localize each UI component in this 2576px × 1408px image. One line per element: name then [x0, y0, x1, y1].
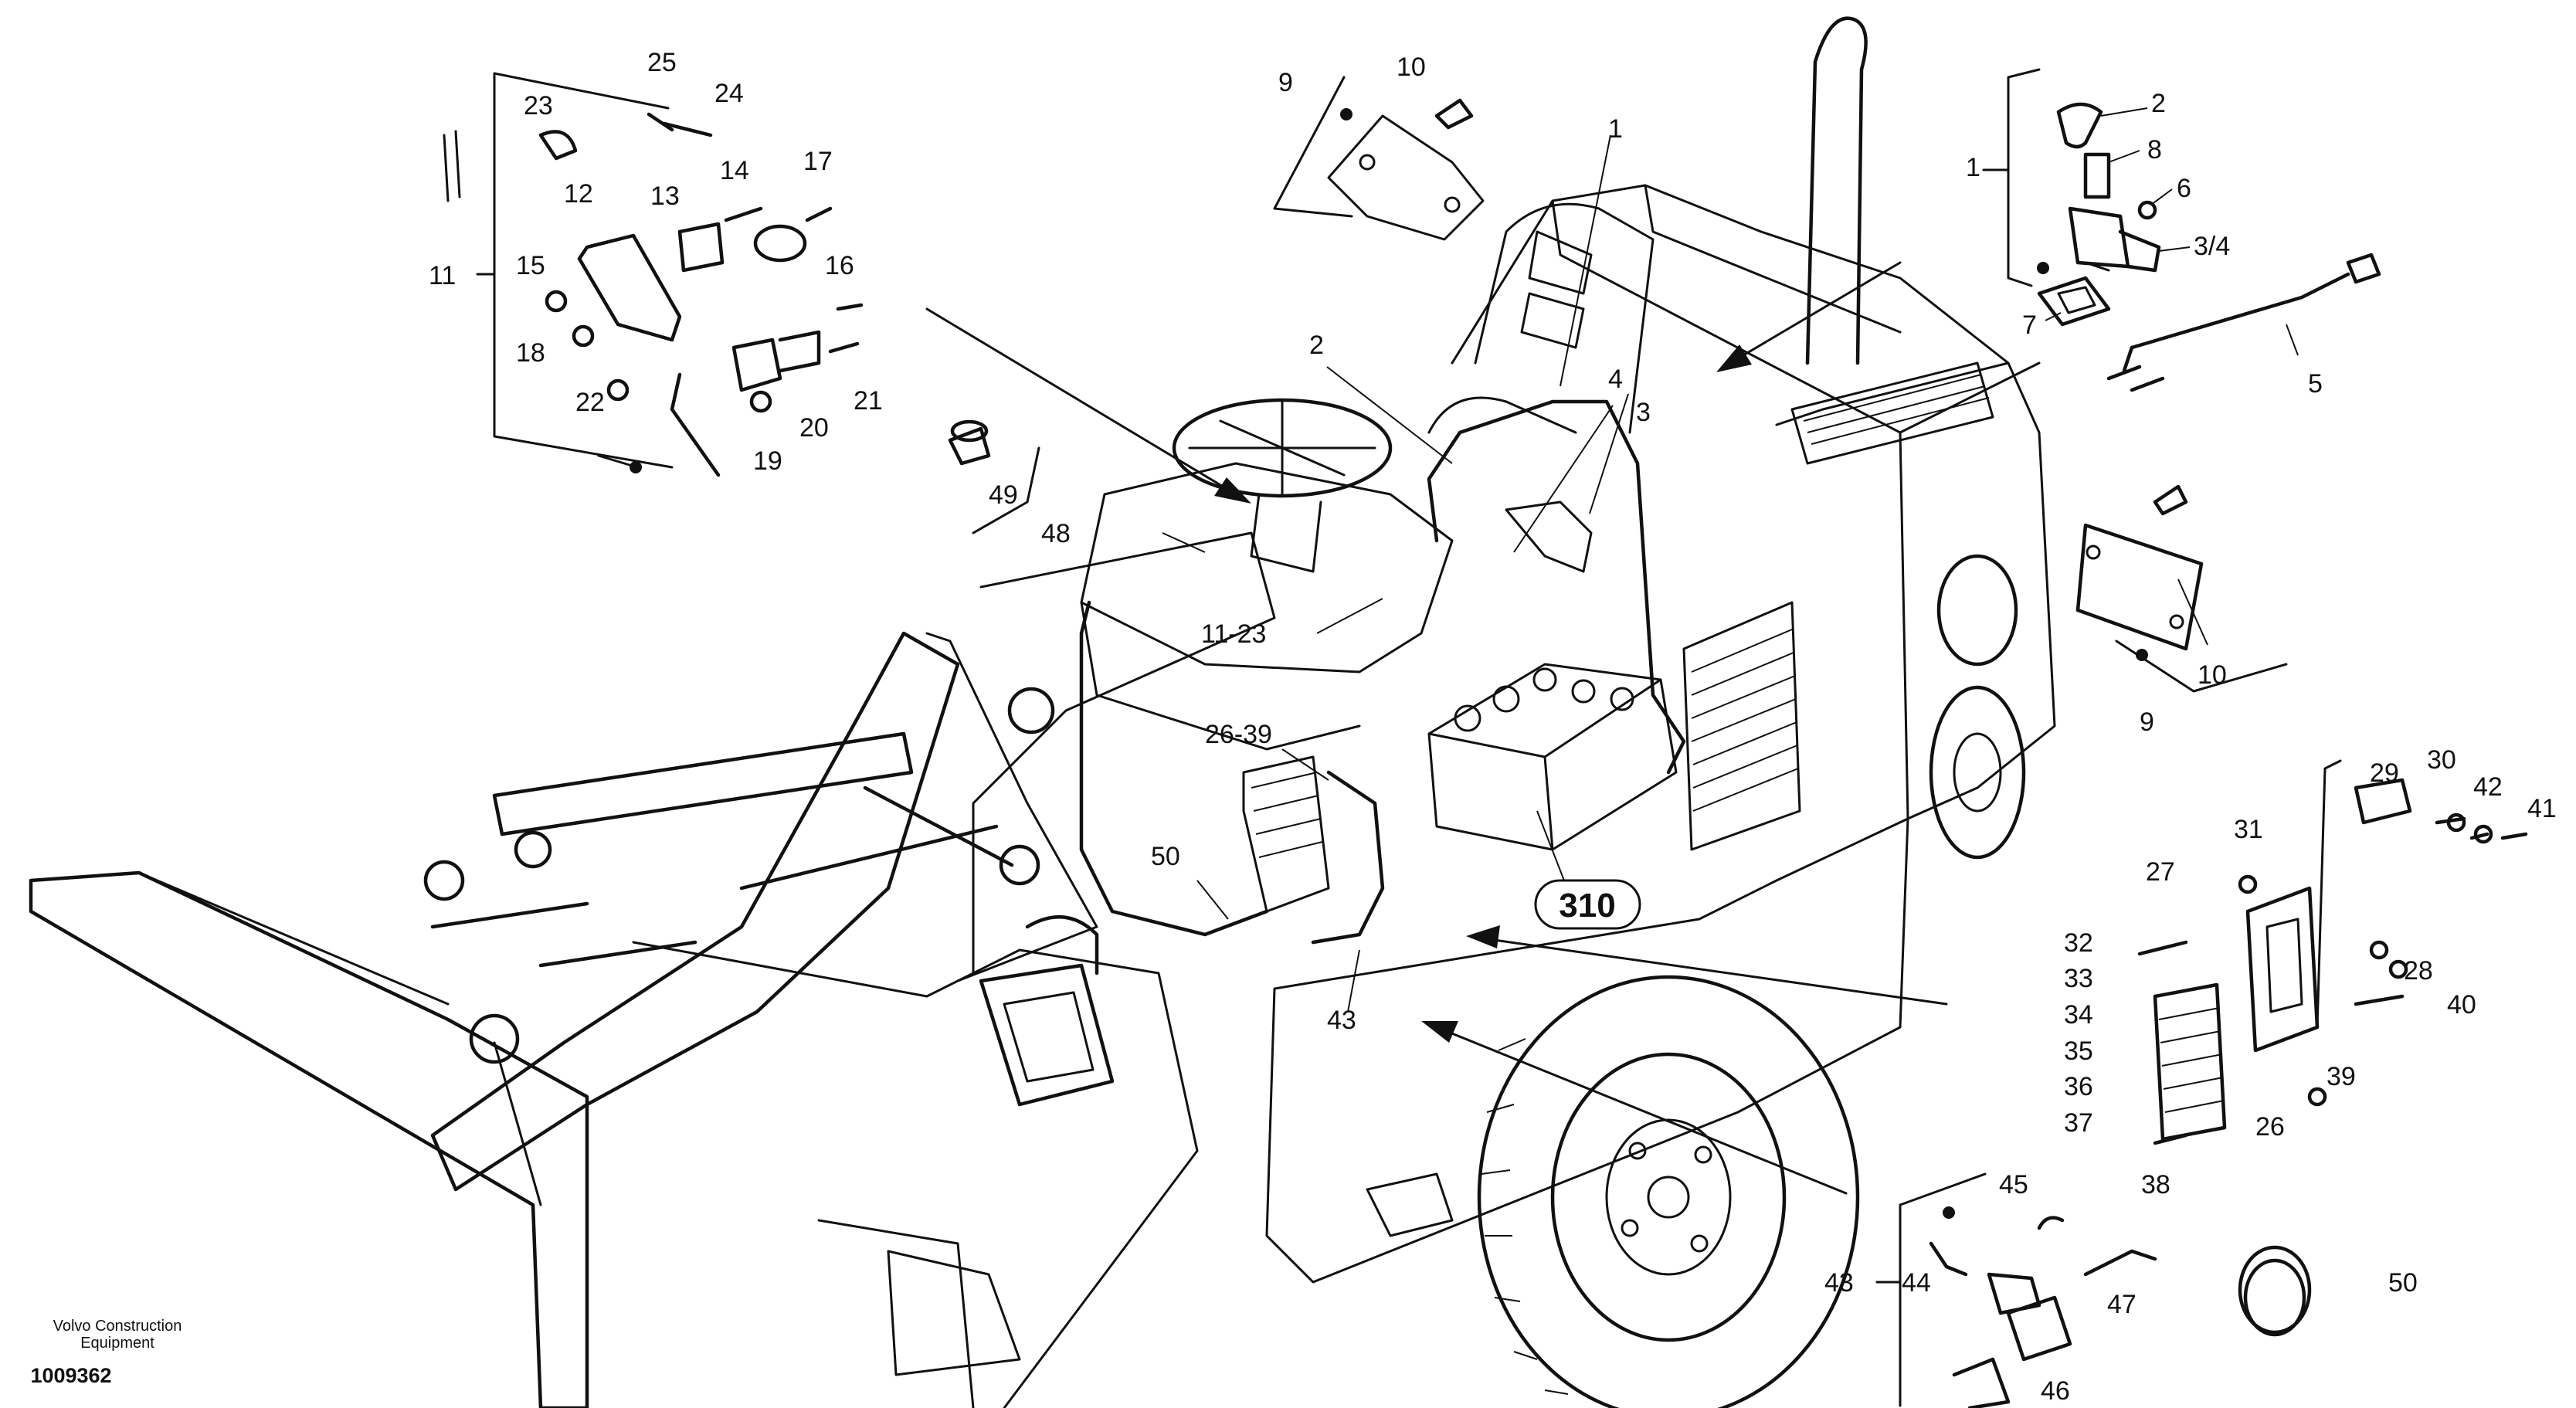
- label-2-right: 2: [2151, 89, 2166, 118]
- label-48: 48: [1041, 519, 1071, 548]
- label-44: 44: [1902, 1268, 1931, 1298]
- label-41: 41: [2527, 794, 2557, 823]
- label-8: 8: [2147, 135, 2162, 165]
- label-3: 3: [1636, 398, 1651, 427]
- brand-line-1: Volvo Construction: [53, 1318, 182, 1335]
- label-15: 15: [516, 251, 545, 280]
- label-10-right: 10: [2198, 660, 2227, 690]
- label-47: 47: [2107, 1290, 2136, 1319]
- callout-310: 310: [1534, 879, 1641, 930]
- label-19: 19: [753, 446, 782, 476]
- detail-plate-right: [2075, 484, 2288, 693]
- label-7: 7: [2022, 310, 2037, 340]
- leader-lines: [1162, 107, 2299, 1013]
- label-2-left: 2: [1309, 331, 1324, 360]
- detail-group-11: [443, 72, 864, 477]
- label-50-center: 50: [1151, 842, 1180, 871]
- label-37: 37: [2064, 1108, 2093, 1138]
- label-23: 23: [524, 91, 553, 120]
- label-18: 18: [516, 338, 545, 368]
- label-27: 27: [2146, 857, 2175, 887]
- brand-line-2: Equipment: [80, 1335, 154, 1352]
- label-43-center: 43: [1327, 1006, 1356, 1035]
- label-12: 12: [564, 179, 593, 209]
- label-9-top: 9: [1278, 68, 1293, 97]
- detail-misc: [948, 419, 2312, 1337]
- detail-group-43: [1875, 1172, 2157, 1408]
- label-1-right: 1: [1966, 153, 1980, 182]
- label-29: 29: [2370, 758, 2399, 788]
- label-34: 34: [2064, 1000, 2093, 1030]
- label-45: 45: [1999, 1170, 2028, 1199]
- wheel-loader-drawing: [29, 16, 2056, 1408]
- label-43-bottom: 43: [1824, 1268, 1854, 1298]
- label-49: 49: [989, 480, 1018, 510]
- label-13: 13: [650, 182, 680, 211]
- arrows: [925, 261, 1948, 1195]
- label-6: 6: [2177, 174, 2191, 203]
- label-4: 4: [1608, 365, 1623, 394]
- label-11: 11: [429, 261, 456, 290]
- label-17: 17: [803, 147, 833, 176]
- label-9-right: 9: [2140, 707, 2154, 737]
- label-26: 26: [2255, 1112, 2285, 1142]
- label-20: 20: [799, 413, 829, 443]
- label-31: 31: [2234, 815, 2263, 844]
- label-39: 39: [2327, 1062, 2356, 1091]
- label-42: 42: [2473, 772, 2503, 802]
- callout-310-text: 310: [1559, 887, 1615, 925]
- label-5: 5: [2308, 369, 2323, 399]
- label-10-top: 10: [1397, 53, 1426, 82]
- label-30: 30: [2427, 745, 2456, 775]
- label-35: 35: [2064, 1036, 2093, 1066]
- label-40: 40: [2447, 990, 2476, 1020]
- label-24: 24: [714, 79, 744, 108]
- detail-fusebox: [2137, 759, 2528, 1145]
- label-25: 25: [647, 48, 677, 77]
- part-labels: 1 1 2 2 3 3/4 4 5 6 7 8 9 9 10 10 11 11-…: [429, 48, 2557, 1406]
- document-number: 1009362: [30, 1364, 111, 1387]
- label-22: 22: [575, 388, 605, 417]
- detail-plate-top: [1273, 76, 1485, 241]
- label-14: 14: [720, 156, 749, 185]
- label-21: 21: [854, 386, 883, 416]
- detail-group-1: [1982, 68, 2381, 392]
- label-28: 28: [2404, 956, 2433, 986]
- label-38: 38: [2141, 1170, 2170, 1199]
- label-16: 16: [825, 251, 854, 280]
- label-50-bottom: 50: [2388, 1268, 2418, 1298]
- brand-block: Volvo Construction Equipment 1009362: [30, 1318, 182, 1387]
- label-1-top: 1: [1608, 114, 1623, 144]
- label-32: 32: [2064, 928, 2093, 958]
- label-33: 33: [2064, 964, 2093, 993]
- label-36: 36: [2064, 1072, 2093, 1101]
- label-3-4: 3/4: [2194, 232, 2230, 261]
- label-26-39: 26-39: [1205, 720, 1272, 749]
- label-11-23: 11-23: [1201, 619, 1266, 649]
- label-46: 46: [2041, 1376, 2070, 1406]
